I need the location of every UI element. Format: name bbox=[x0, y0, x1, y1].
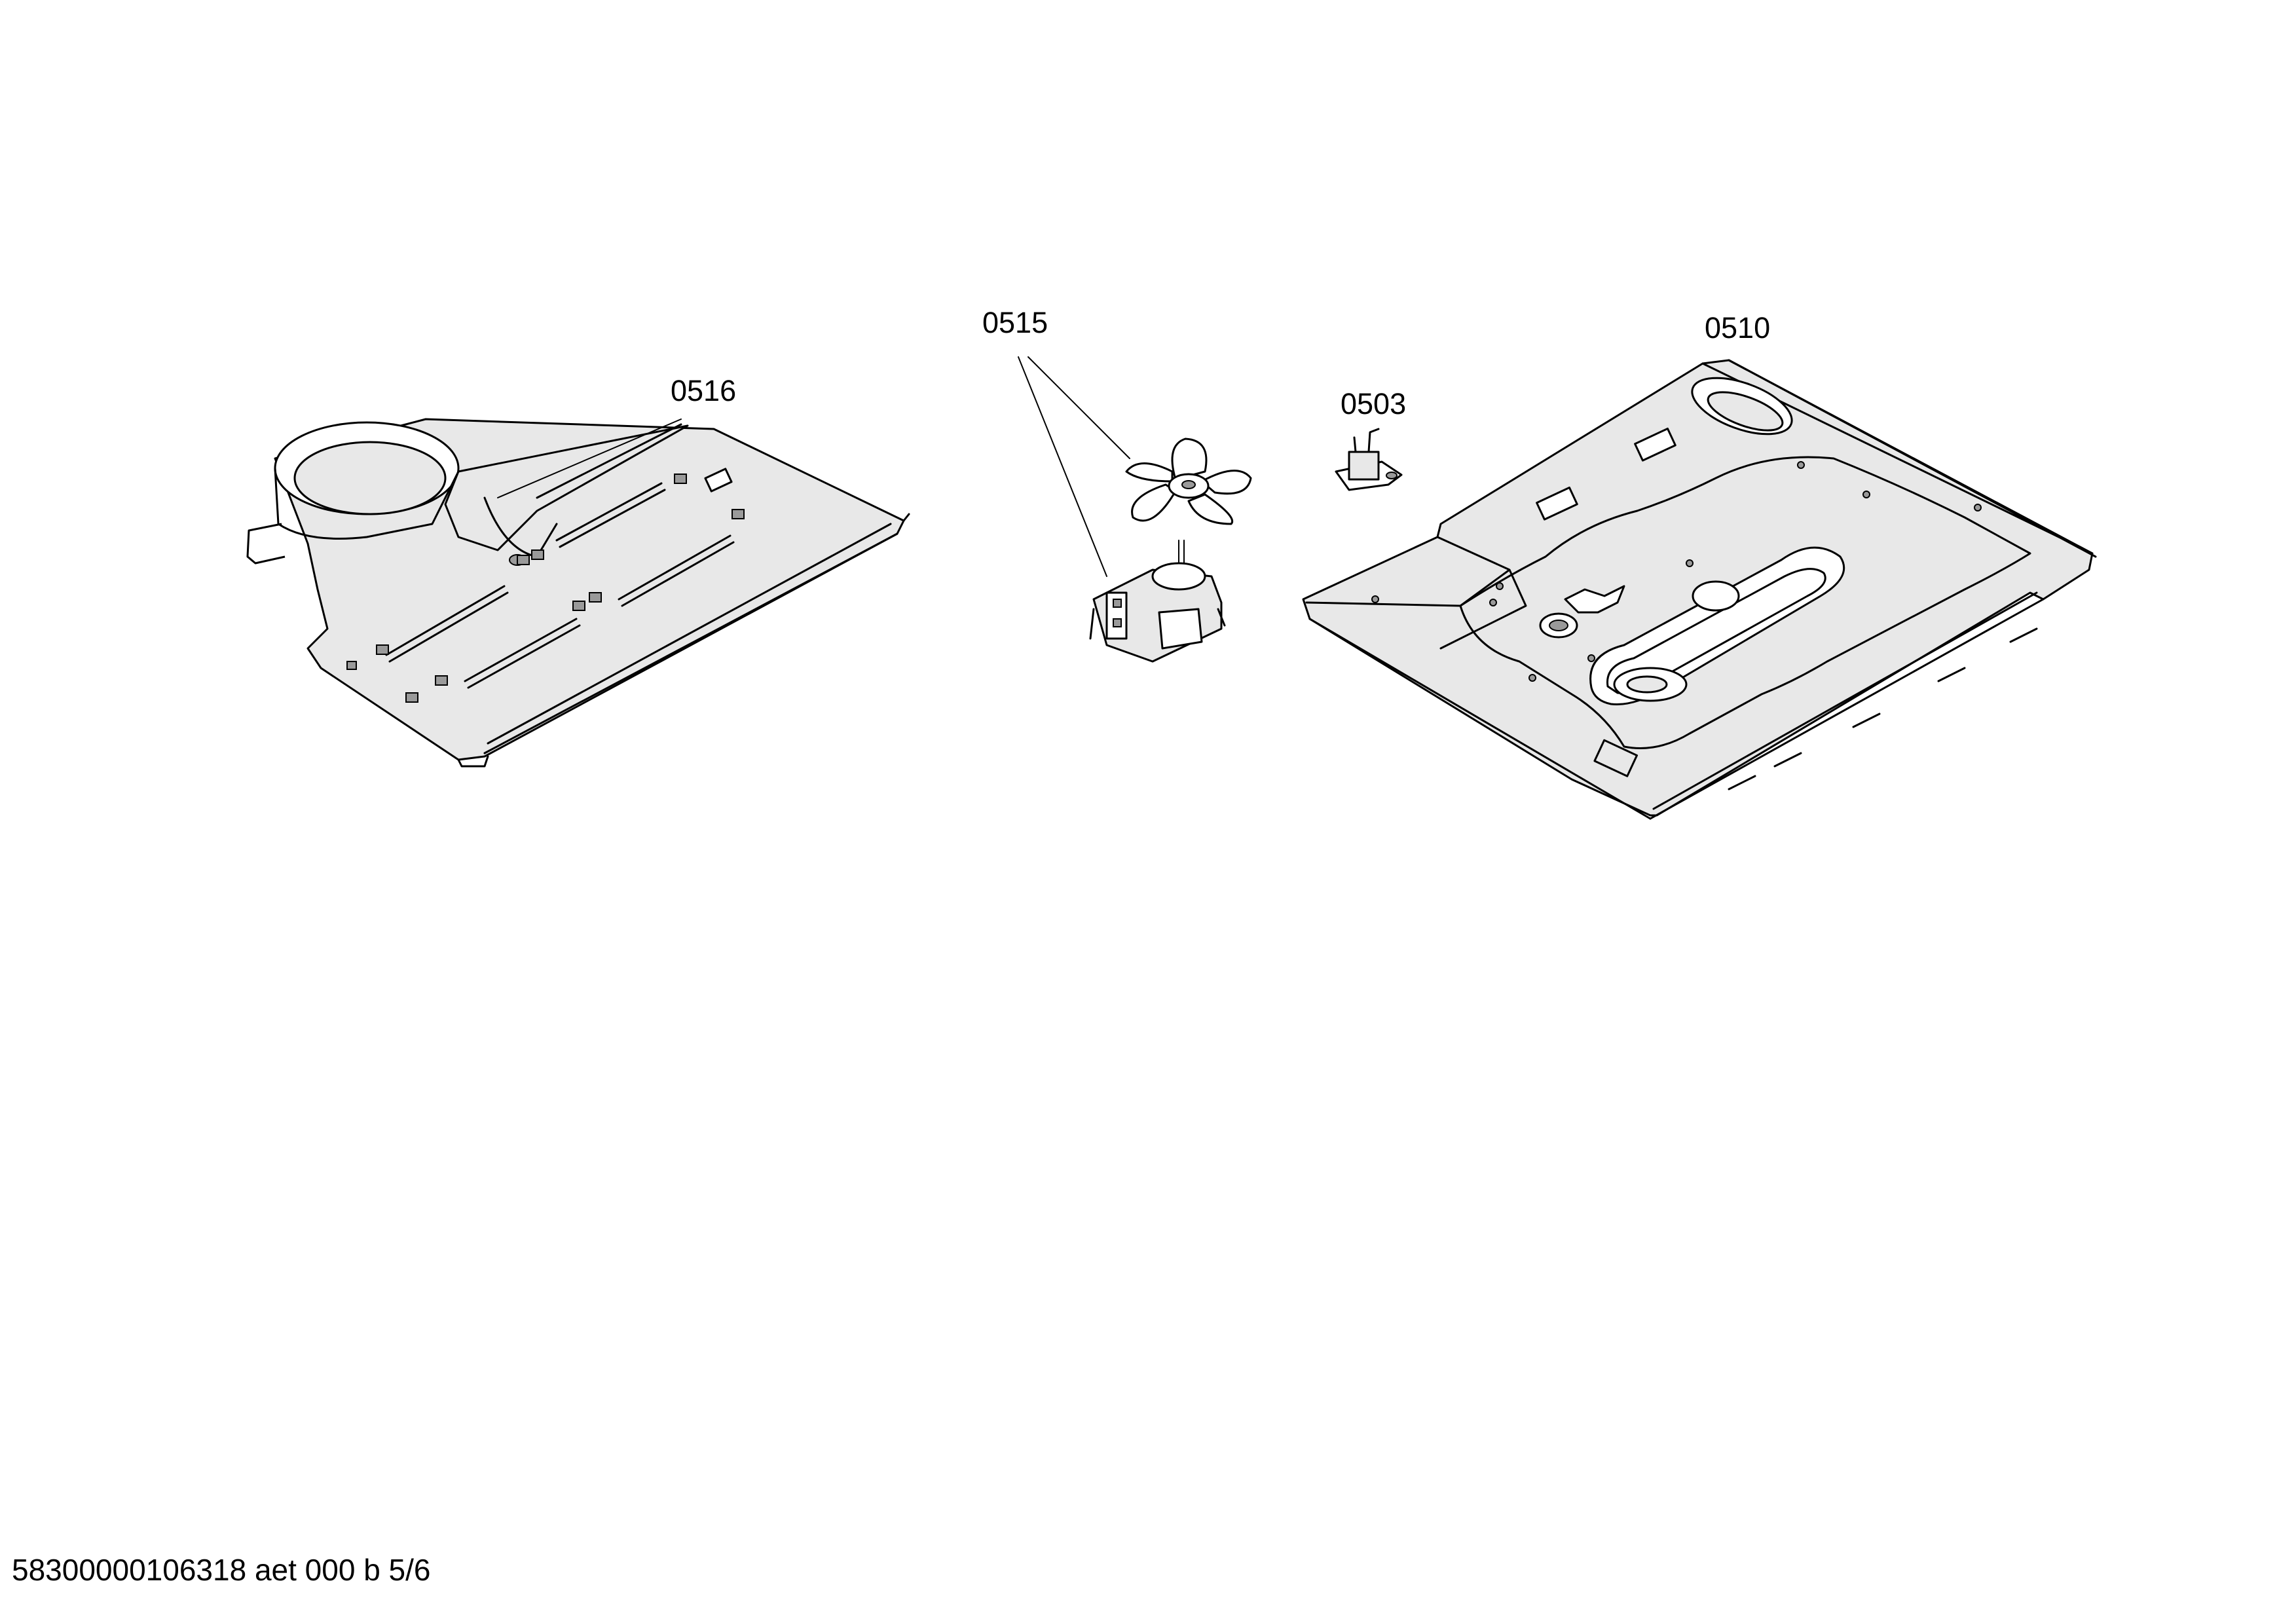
part-label-0516[interactable]: 0516 bbox=[671, 374, 737, 407]
document-footer-code: 58300000106318 aet 000 b 5/6 bbox=[12, 1553, 431, 1587]
part-0515-drawing[interactable] bbox=[1018, 356, 1252, 663]
part-0503-drawing[interactable] bbox=[1335, 428, 1403, 491]
part-label-0515[interactable]: 0515 bbox=[982, 306, 1048, 339]
part-0516-drawing[interactable] bbox=[246, 418, 910, 768]
part-label-0503[interactable]: 0503 bbox=[1341, 387, 1407, 420]
part-0510-drawing[interactable] bbox=[1302, 359, 2097, 820]
part-label-0510[interactable]: 0510 bbox=[1705, 311, 1771, 344]
